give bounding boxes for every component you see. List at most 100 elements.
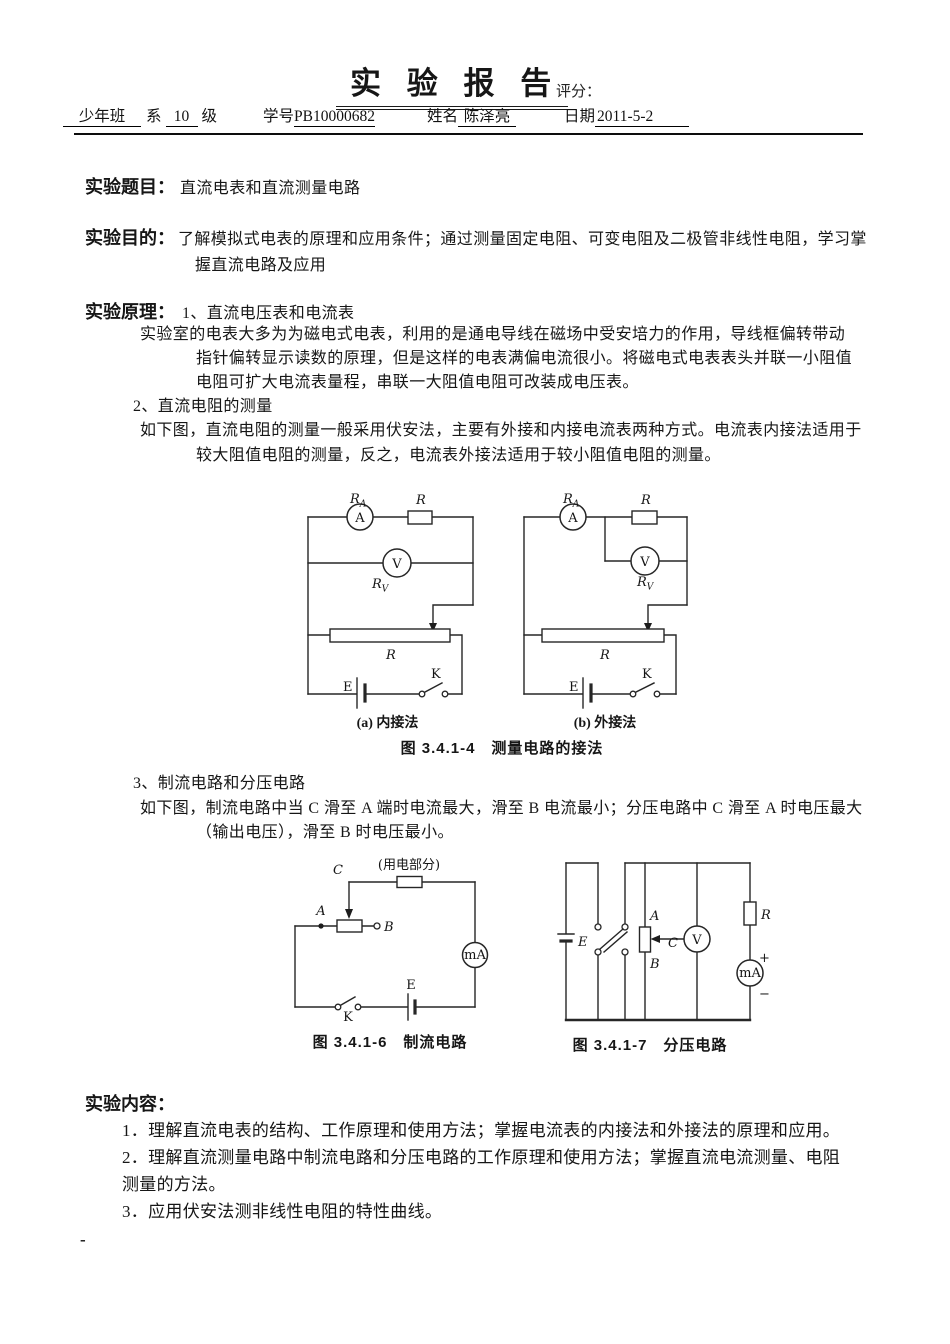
student-id-field: PB10000682 — [294, 108, 376, 127]
class-field: 少年班 — [63, 104, 141, 127]
name-label: 姓名 — [427, 108, 459, 125]
rv-label: RV — [371, 577, 390, 595]
resistor-r-label: R — [760, 908, 771, 923]
switch-symbol — [418, 682, 449, 698]
voltmeter-circle — [382, 548, 412, 578]
battery-e-label: E — [569, 680, 579, 695]
section-topic: 实验题目：直流电表和直流测量电路 — [85, 173, 360, 199]
voltmeter-letter: V — [639, 555, 650, 570]
rheostat-body — [329, 628, 451, 643]
ra-label: RA — [349, 492, 367, 510]
circuit-b-wires — [523, 516, 688, 695]
milliammeter-letters: mA — [739, 966, 761, 981]
battery-symbol — [356, 677, 367, 709]
principle-p3-line2: （输出电压），滑至 B 时电压最小。 — [196, 824, 454, 841]
section-purpose: 实验目的：了解模拟式电表的原理和应用条件；通过测量固定电阻、可变电阻及二极管非线… — [85, 226, 867, 278]
circuit-a-wires — [307, 516, 474, 695]
ra-label: RA — [562, 492, 580, 510]
content-items: 1．理解直流电表的结构、工作原理和使用方法；掌握电流表的内接法和外接法的原理和应… — [122, 1118, 840, 1226]
voltmeter-circle — [683, 925, 711, 953]
circuit-diagram-voltage-divider: V mA E A B C R + − — [557, 862, 771, 1022]
load-resistor — [396, 875, 423, 889]
knife-switch-symbol — [594, 923, 629, 956]
rheostat-slider-arrow — [644, 623, 652, 632]
ammeter-circle — [559, 503, 587, 531]
fig1-subcaption-a: (a) 内接法 — [356, 716, 419, 731]
terminal-b-node — [373, 922, 381, 930]
page-title: 实 验 报 告 — [336, 58, 569, 110]
minus-label: − — [759, 987, 770, 1002]
resistor-r — [407, 510, 433, 525]
content-item-2-line1: 2．理解直流测量电路中制流电路和分压电路的工作原理和使用方法；掌握直流电流测量、… — [122, 1147, 841, 1167]
grade-field: 10 — [165, 108, 198, 127]
terminal-b-label: B — [649, 957, 660, 972]
battery-e-label: E — [343, 680, 353, 695]
load-label: (用电部分) — [378, 858, 440, 873]
purpose-label: 实验目的： — [85, 228, 175, 248]
header-divider — [74, 133, 863, 136]
r-label-top: R — [640, 493, 651, 508]
fig3-wires — [564, 862, 752, 1022]
principle-sub2-title: 2、直流电阻的测量 — [133, 398, 273, 415]
purpose-line1: 了解模拟式电表的原理和应用条件；通过测量固定电阻、可变电阻及二极管非线性电阻，学… — [178, 231, 867, 248]
fig3-caption: 图 3.4.1-7 分压电路 — [572, 1037, 728, 1054]
fig2-wires — [294, 881, 476, 1008]
circuit-diagram-current-limiting: mA C (用电部分) A B E K — [294, 858, 489, 1025]
potentiometer-body — [336, 919, 363, 933]
principle-sub3-title: 3、制流电路和分压电路 — [133, 775, 306, 792]
principle-p2-line1: 如下图，直流电阻的测量一般采用伏安法，主要有外接和内接电流表两种方式。电流表内接… — [140, 422, 862, 440]
slider-c-label: C — [668, 936, 678, 951]
section-principle: 实验原理：1、直流电压表和电流表 — [85, 298, 354, 324]
switch-symbol — [629, 682, 661, 698]
footer-dash: - — [80, 1230, 86, 1249]
terminal-a-node — [318, 923, 324, 929]
battery-e-label: E — [406, 978, 416, 993]
rheostat-body — [541, 628, 665, 643]
r-label-rheostat: R — [385, 648, 396, 663]
resistor-r — [631, 510, 658, 525]
content-label: 实验内容： — [85, 1094, 175, 1114]
content-item-1: 1．理解直流电表的结构、工作原理和使用方法；掌握电流表的内接法和外接法的原理和应… — [122, 1121, 841, 1140]
voltmeter-letter: V — [691, 933, 702, 948]
battery-symbol — [582, 677, 593, 709]
switch-symbol — [334, 996, 362, 1011]
circuit-diagram-external-connection: A V RA R RV R E K — [523, 492, 688, 709]
battery-symbol — [557, 933, 575, 943]
voltmeter-letter: V — [391, 557, 402, 572]
pot-slider-arrow — [345, 909, 353, 919]
principle-paragraph-2: 2、直流电阻的测量 如下图，直流电阻的测量一般采用伏安法，主要有外接和内接电流表… — [0, 395, 950, 468]
voltmeter-circle — [630, 546, 660, 576]
potentiometer-body — [638, 926, 652, 953]
rv-label: RV — [636, 575, 655, 593]
name-field: 陈泽亮 — [458, 104, 517, 127]
content-item-3: 3．应用伏安法测非线性电阻的特性曲线。 — [122, 1201, 443, 1221]
battery-symbol — [407, 993, 417, 1021]
terminal-b-label: B — [383, 920, 394, 935]
topic-text: 直流电表和直流测量电路 — [180, 180, 361, 197]
switch-k-label: K — [431, 667, 441, 682]
principle-p1-line1: 实验室的电表大多为为磁电式电表，利用的是通电导线在磁场中受安培力的作用，导线框偏… — [140, 326, 846, 343]
score-label: 评分： — [556, 84, 602, 100]
milliammeter-circle — [461, 941, 489, 969]
report-title-wrap: 实 验 报 告 — [336, 58, 569, 110]
ammeter-letter: A — [567, 511, 578, 526]
ammeter-letter: A — [354, 511, 365, 526]
date-label: 日期 — [564, 108, 596, 125]
principle-p3-line1: 如下图，制流电路中当 C 滑至 A 端时电流最大，滑至 B 电流最小；分压电路中… — [140, 799, 863, 817]
content-item-2-line2: 测量的方法。 — [122, 1174, 226, 1194]
ammeter-circle — [346, 503, 374, 531]
purpose-line2: 握直流电路及应用 — [195, 256, 327, 274]
principle-p1-line3: 电阻可扩大电流表量程，串联一大阻值电阻可改装成电压表。 — [196, 373, 639, 391]
circuit-diagram-internal-connection: A V RA R RV R E K — [307, 492, 474, 709]
terminal-a-label: A — [315, 904, 325, 919]
principle-p1-line2: 指针偏转显示读数的原理，但是这样的电表满偏电流很小。将磁电式电表表头并联一小阻值 — [196, 349, 853, 367]
pot-slider-arrow — [650, 935, 660, 943]
principle-label: 实验原理： — [85, 302, 175, 322]
date-field: 2011-5-2 — [595, 108, 690, 127]
principle-paragraph-1: 实验室的电表大多为为磁电式电表，利用的是通电导线在磁场中受安培力的作用，导线框偏… — [0, 323, 950, 394]
fig1-subcaption-b: (b) 外接法 — [573, 716, 637, 731]
rheostat-slider-arrow — [429, 623, 437, 632]
fig1-caption: 图 3.4.1-4 测量电路的接法 — [400, 740, 604, 757]
